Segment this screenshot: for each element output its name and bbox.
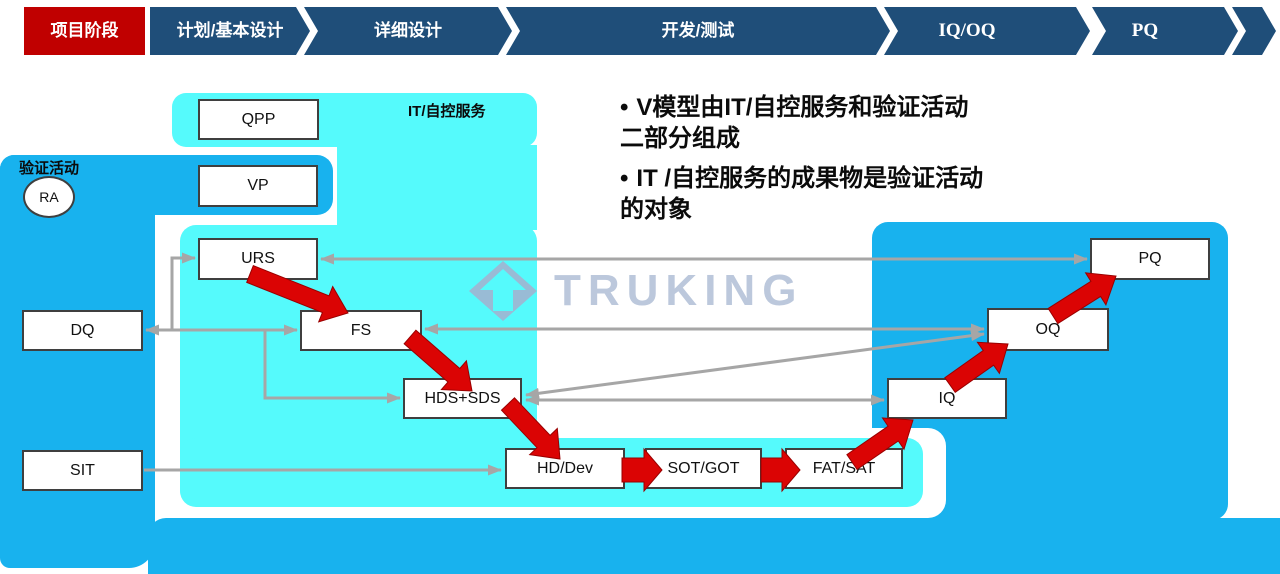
truking-watermark: TRUKING — [466, 258, 803, 324]
phase-label-pq: PQ — [1131, 20, 1159, 41]
phase-label-project: 项目阶段 — [50, 21, 119, 40]
flow-arrow — [846, 417, 914, 471]
flow-arrow — [246, 264, 349, 323]
bullet-glyph: • — [620, 94, 629, 121]
bullet-item: •V模型由IT/自控服务和验证活动 二部分组成 — [620, 94, 969, 152]
node-hd-dev: HD/Dev — [505, 448, 625, 489]
flow-arrow — [403, 329, 473, 392]
truking-logomark-icon — [469, 261, 537, 321]
flow-arrow — [944, 341, 1009, 393]
node-sot-got: SOT/GOT — [645, 448, 762, 489]
node-vp: VP — [198, 165, 318, 207]
bullet-item: •IT /自控服务的成果物是验证活动 的对象 — [620, 165, 984, 223]
phase-segment — [304, 7, 512, 55]
phase-segment — [884, 7, 1090, 55]
phase-segment-active — [24, 7, 145, 55]
flow-arrow — [500, 397, 561, 460]
node-ra-circle: RA — [23, 176, 75, 218]
it-service-connector — [337, 145, 537, 230]
node-sit: SIT — [22, 450, 143, 491]
validation-region-column — [0, 155, 155, 568]
phase-label-dev-test: 开发/测试 — [661, 21, 735, 40]
phase-label-plan-basic-design: 计划/基本设计 — [176, 21, 284, 40]
node-fat-sat: FAT/SAT — [785, 448, 903, 489]
bullet-glyph: • — [620, 165, 629, 192]
phase-segment — [1092, 7, 1238, 55]
footer-band — [148, 518, 1280, 574]
it-service-region-label: IT/自控服务 — [408, 103, 486, 120]
flow-arrow — [1047, 272, 1117, 325]
truking-logo-text: TRUKING — [554, 266, 804, 315]
bullet-list: •V模型由IT/自控服务和验证活动 二部分组成 •IT /自控服务的成果物是验证… — [620, 92, 1060, 234]
validation-region-label: 验证活动 — [19, 160, 80, 177]
flow-arrow — [760, 447, 801, 493]
phase-label-iq-oq: IQ/OQ — [938, 20, 996, 41]
node-dq: DQ — [22, 310, 143, 351]
phase-segment — [150, 7, 310, 55]
phase-label-detail-design: 详细设计 — [374, 21, 442, 40]
phase-segment-end — [1232, 7, 1276, 55]
phase-segment — [506, 7, 890, 55]
node-qpp: QPP — [198, 99, 319, 140]
node-urs: URS — [198, 238, 318, 280]
flow-arrow — [621, 447, 663, 493]
node-pq: PQ — [1090, 238, 1210, 280]
phase-header-bar — [24, 7, 1276, 55]
